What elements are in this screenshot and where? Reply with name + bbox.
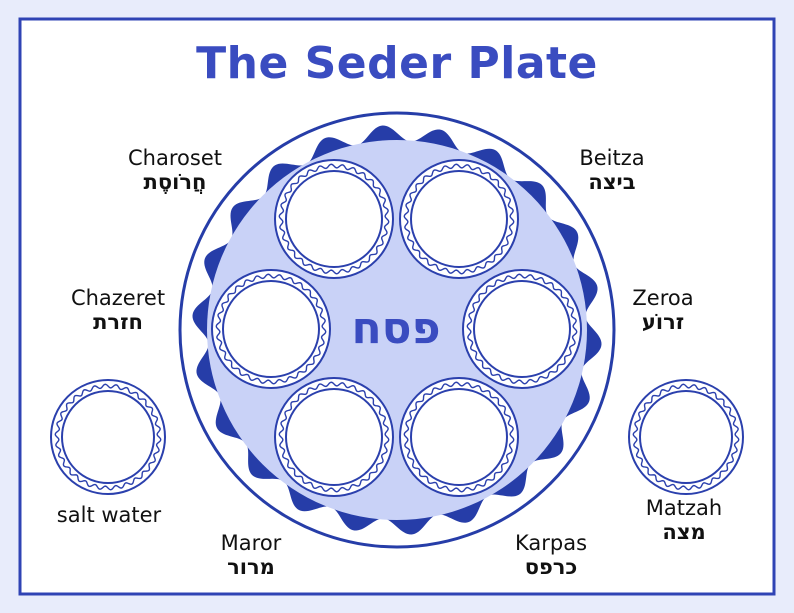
bowl-zeroa-inner (473, 280, 571, 378)
bowl-maror (274, 377, 394, 497)
bowl-charoset (274, 159, 394, 279)
label-beitza-en: Beitza (579, 146, 645, 170)
label-zeroa-en: Zeroa (632, 286, 694, 310)
label-beitza-he: ביצה (588, 170, 636, 195)
pesach-center-text: פסח (351, 303, 441, 354)
label-matzah-en: Matzah (645, 496, 723, 520)
label-maror: Maror מרור (198, 531, 304, 579)
page-title: The Seder Plate (196, 38, 598, 89)
label-salt-water: salt water (40, 503, 178, 527)
bowl-maror-wave (278, 381, 390, 493)
label-maror-en: Maror (220, 531, 282, 555)
bowl-chazeret-inner (222, 280, 320, 378)
label-chazeret: Chazeret חזרת (58, 286, 178, 334)
bowl-zeroa-wave (466, 273, 578, 385)
bowl-beitza (399, 159, 519, 279)
bowl-matzah-wave (632, 383, 740, 491)
label-chazeret-en: Chazeret (70, 286, 166, 310)
bowl-matzah (628, 379, 744, 495)
bowl-karpas-wave (403, 381, 515, 493)
bowl-maror-inner (285, 388, 383, 486)
label-chazeret-he: חזרת (93, 310, 143, 335)
label-karpas: Karpas כרפס (495, 531, 607, 579)
label-salt-water-en: salt water (56, 503, 162, 527)
label-karpas-he: כרפס (524, 555, 578, 580)
bowl-zeroa (462, 269, 582, 389)
label-karpas-en: Karpas (514, 531, 588, 555)
bowl-chazeret-wave (215, 273, 327, 385)
label-maror-he: מרור (227, 555, 275, 580)
bowl-chazeret (211, 269, 331, 389)
label-charoset: Charoset חֲרֹוסֶת (110, 146, 240, 194)
label-beitza: Beitza ביצה (552, 146, 672, 194)
label-matzah-he: מצה (662, 520, 706, 545)
bowl-salt-water-inner (61, 390, 155, 484)
label-zeroa-he: זרוֹע (641, 310, 685, 335)
bowl-charoset-wave (278, 163, 390, 275)
bowl-beitza-wave (403, 163, 515, 275)
bowl-karpas (399, 377, 519, 497)
label-charoset-he: חֲרֹוסֶת (143, 170, 207, 195)
label-charoset-en: Charoset (128, 146, 222, 170)
label-matzah: Matzah מצה (628, 496, 740, 544)
bowl-salt-water-wave (54, 383, 162, 491)
label-zeroa: Zeroa זרוֹע (610, 286, 716, 334)
bowl-karpas-inner (410, 388, 508, 486)
bowl-beitza-inner (410, 170, 508, 268)
bowl-matzah-inner (639, 390, 733, 484)
bowls (50, 159, 744, 497)
bowl-charoset-inner (285, 170, 383, 268)
bowl-salt-water (50, 379, 166, 495)
